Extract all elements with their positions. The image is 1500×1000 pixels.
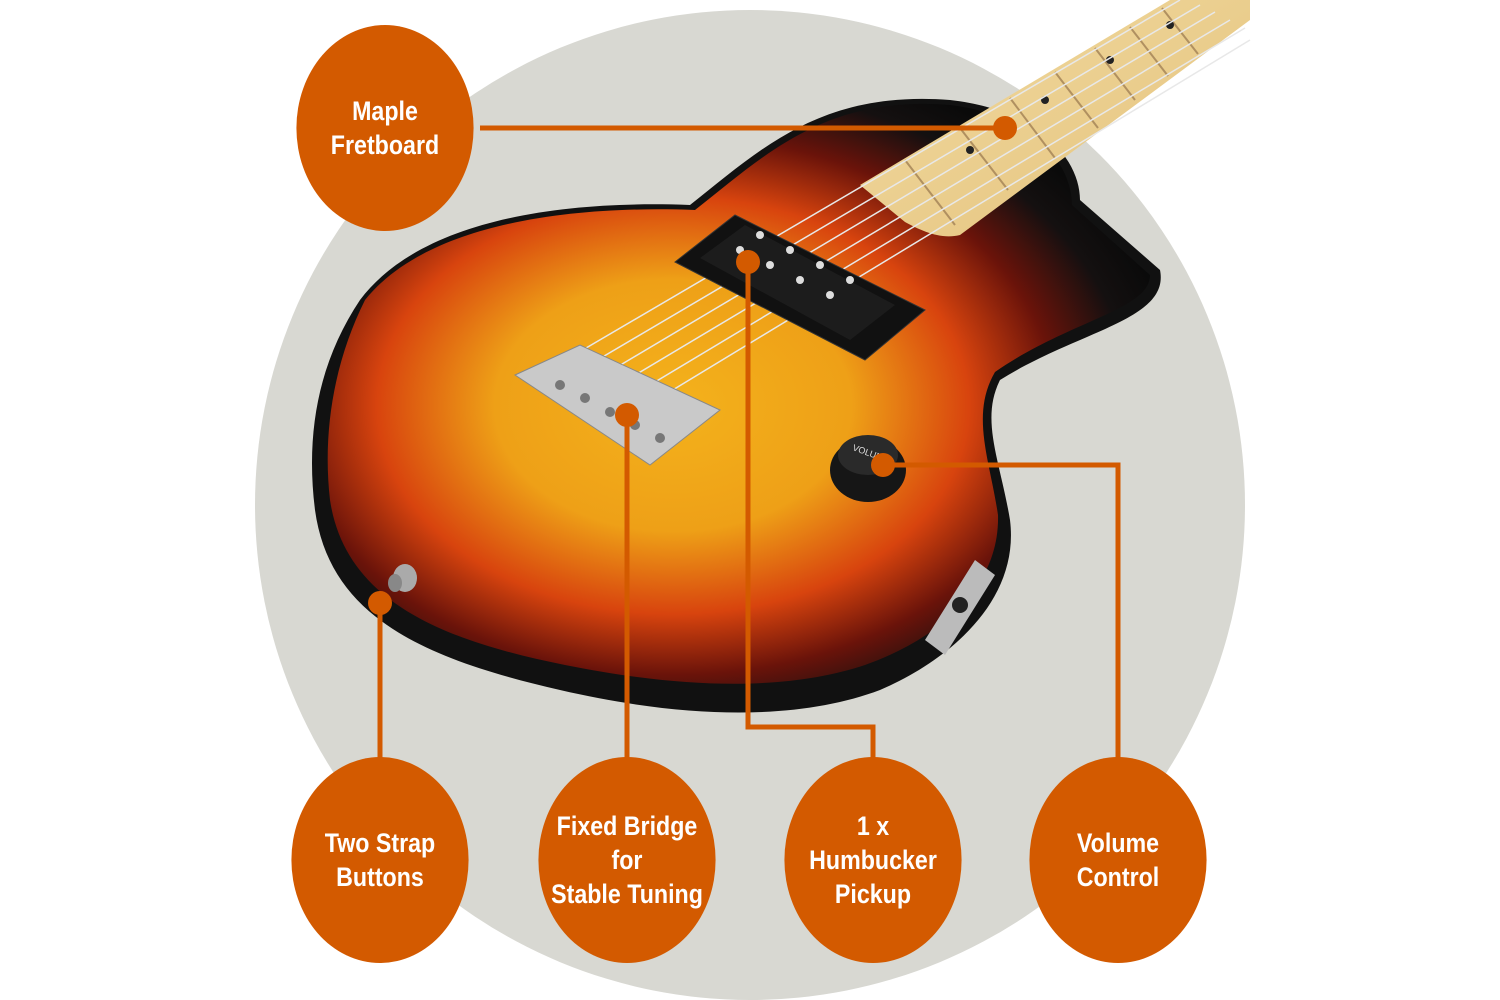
- guitar-body-top: [327, 103, 1150, 684]
- callout-text: 1 x Humbucker Pickup: [809, 811, 937, 909]
- callout-humbucker-pickup: 1 x Humbucker Pickup: [784, 757, 962, 963]
- callout-strap-buttons: Two Strap Buttons: [291, 757, 469, 963]
- bridge-marker-dot: [615, 403, 639, 427]
- volume-marker-dot: [871, 453, 895, 477]
- maple-fretboard: [860, 0, 1250, 237]
- callout-fixed-bridge: Fixed Bridge for Stable Tuning: [538, 757, 716, 963]
- callout-text: Fixed Bridge for Stable Tuning: [551, 811, 703, 909]
- pickup-marker-dot: [736, 250, 760, 274]
- fretboard-marker-dot: [993, 116, 1017, 140]
- callout-text: Volume Control: [1076, 828, 1160, 892]
- strap-button: [388, 564, 417, 592]
- callout-maple-fretboard: Maple Fretboard: [296, 25, 474, 231]
- fixed-bridge: [513, 344, 721, 466]
- callout-text: Maple Fretboard: [330, 96, 440, 160]
- callout-text: Two Strap Buttons: [324, 828, 436, 892]
- callout-volume-control: Volume Control: [1029, 757, 1207, 963]
- strap-marker-dot: [368, 591, 392, 615]
